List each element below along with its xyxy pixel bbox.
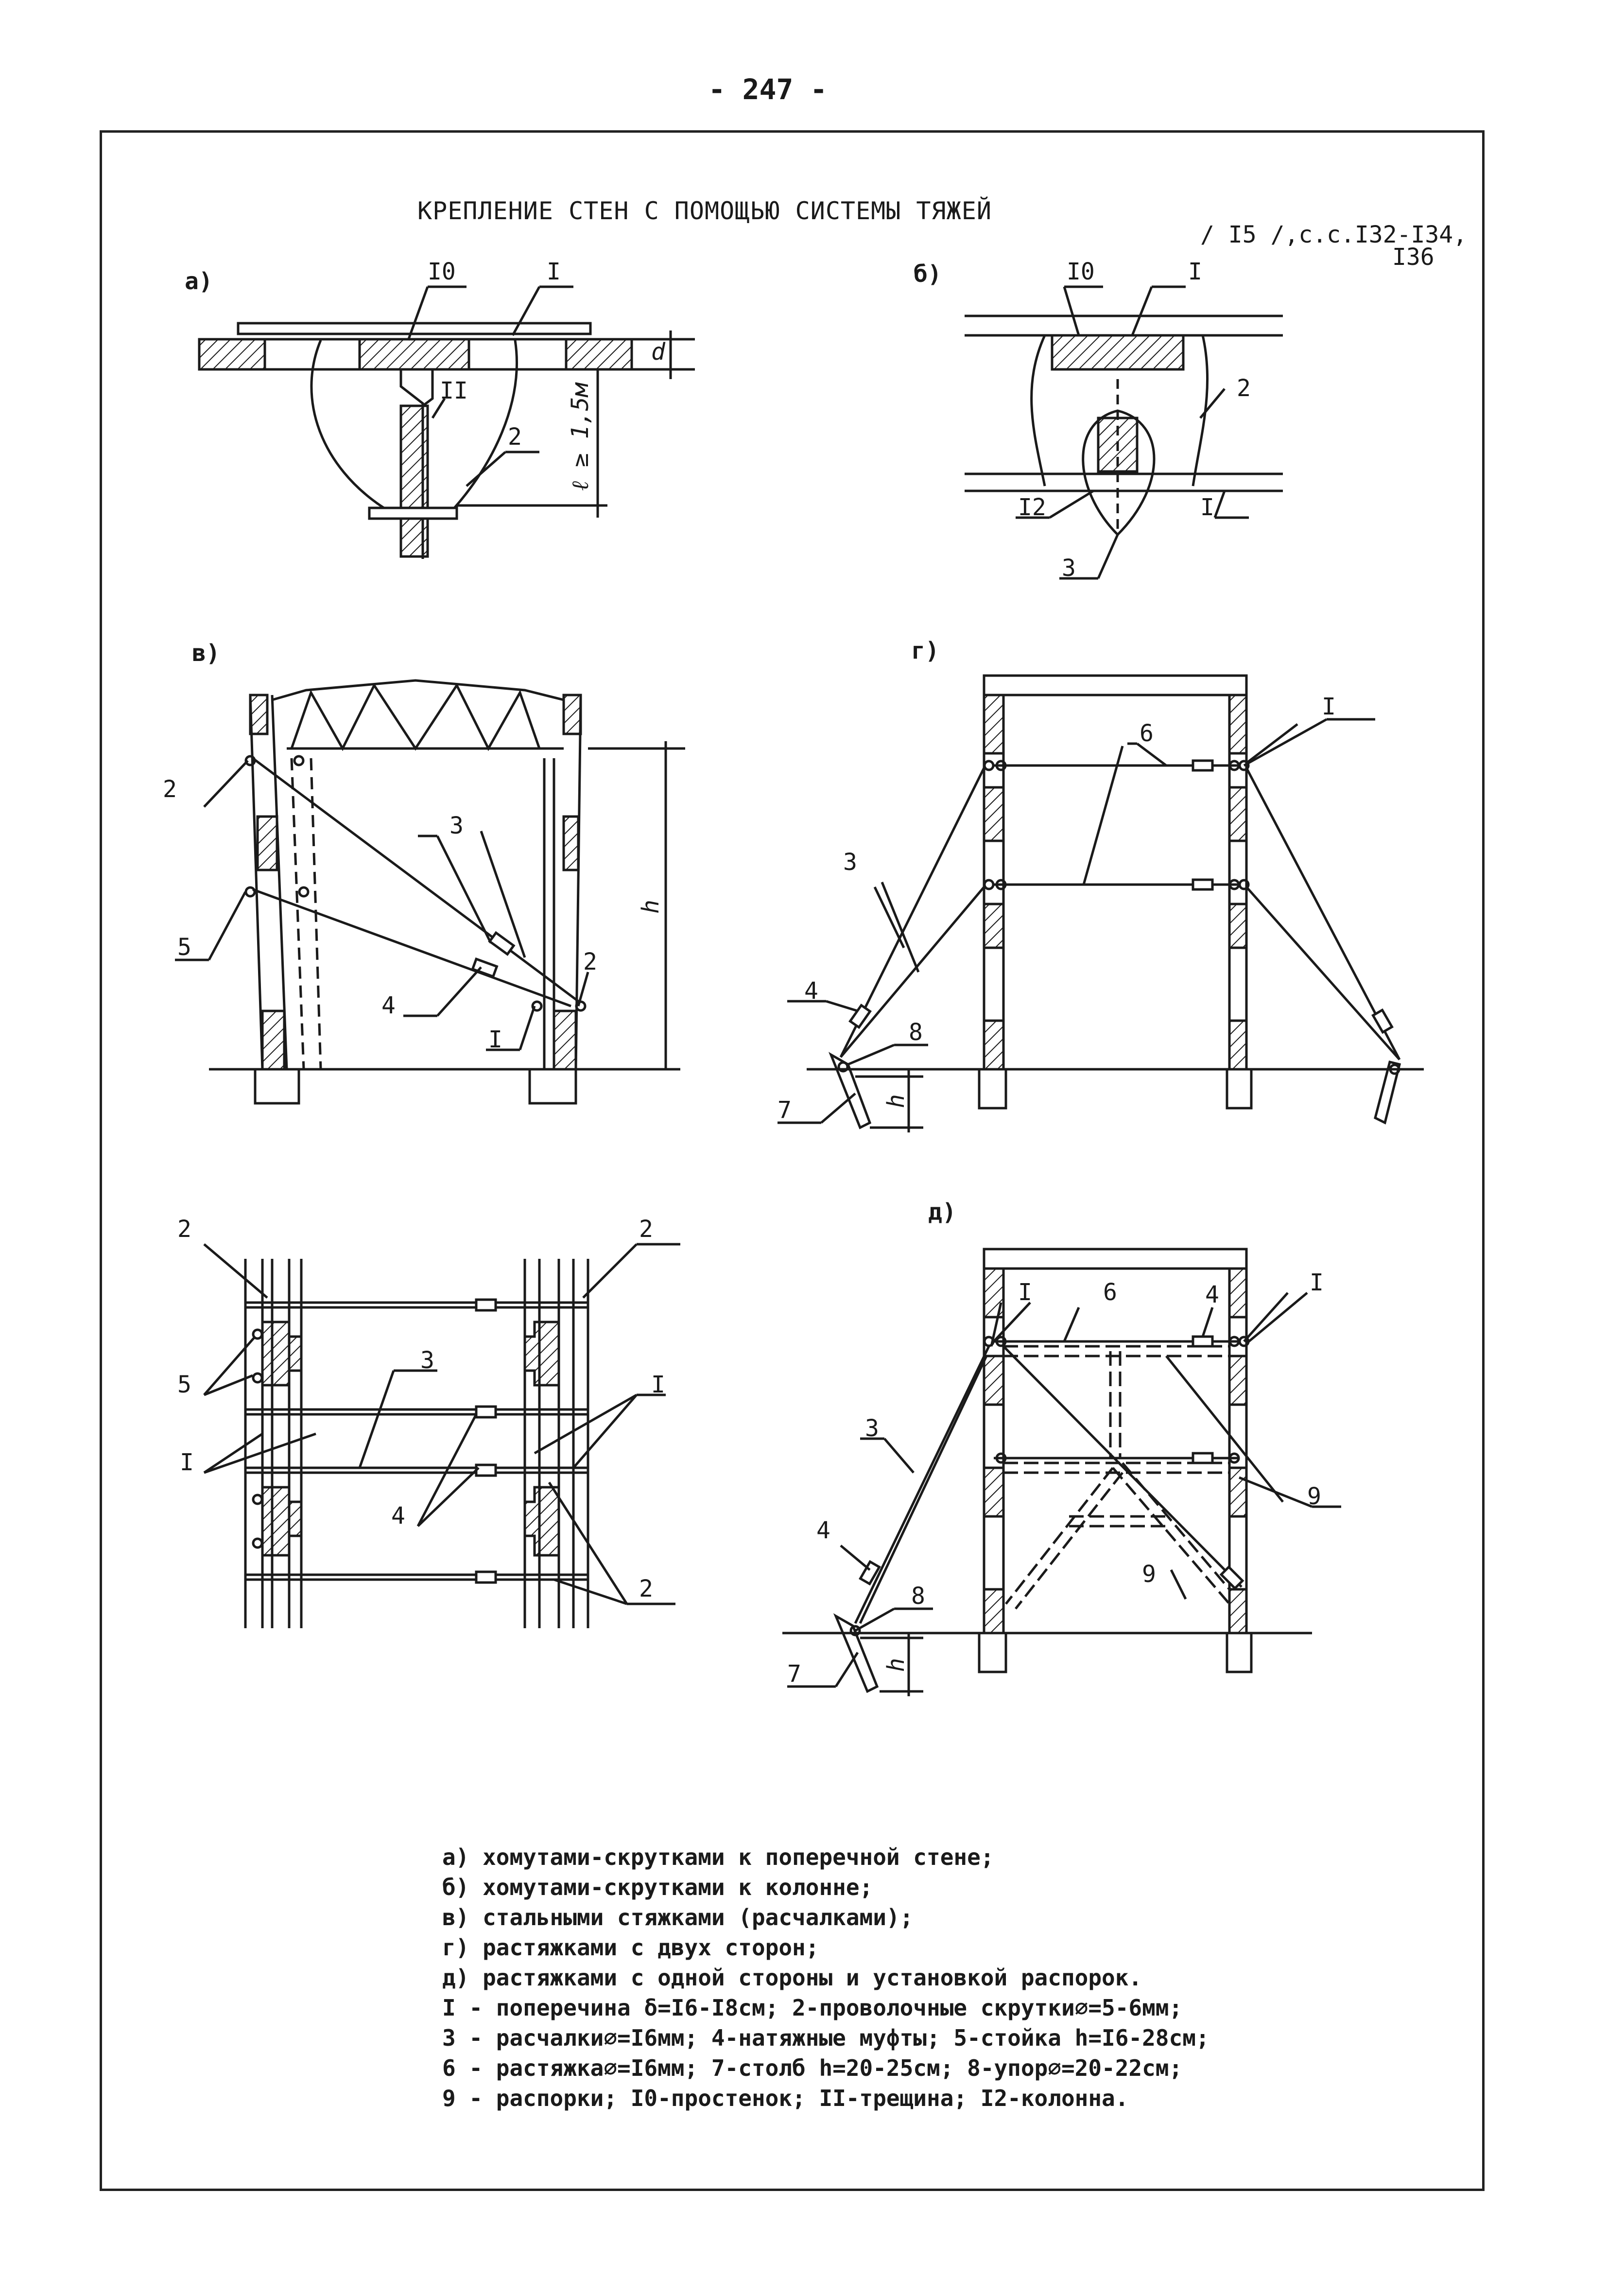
reference-line-1: / I5 /,с.с.I32-I34,: [1200, 221, 1468, 248]
legend-line: 9 - распорки; I0-простенок; II-трещина; …: [442, 2085, 1129, 2111]
callout-d-7: 7: [787, 1660, 801, 1687]
callout-p-2-br: 2: [639, 1575, 653, 1602]
panel-v-label: в): [192, 640, 220, 667]
dim-l: ℓ ≥ 1,5м: [567, 382, 594, 491]
callout-v-1: I: [488, 1026, 502, 1053]
dim-d-h: h: [882, 1658, 910, 1672]
panel-b-label: б): [914, 261, 942, 288]
callout-a-1: I: [547, 258, 561, 285]
page-frame: [100, 130, 1485, 2191]
callout-d-9-right: 9: [1307, 1483, 1321, 1510]
callout-b-12: I2: [1018, 494, 1046, 521]
callout-d-4-top: 4: [1205, 1281, 1219, 1308]
panel-v-drawing: [175, 679, 685, 1105]
callout-g-1: I: [1322, 693, 1336, 720]
panel-a-drawing: [198, 285, 695, 559]
dim-v-h: h: [637, 900, 664, 914]
callout-p-4: 4: [391, 1502, 405, 1530]
callout-g-4: 4: [804, 977, 818, 1005]
callout-g-3: 3: [843, 849, 857, 876]
callout-a-2: 2: [508, 423, 522, 451]
callout-p-5: 5: [177, 1371, 191, 1398]
callout-d-8: 8: [911, 1583, 925, 1610]
callout-p-3: 3: [420, 1347, 434, 1374]
callout-b-1-bottom: I: [1200, 494, 1214, 521]
callout-b-10: I0: [1067, 258, 1095, 285]
callout-v-3: 3: [449, 812, 464, 839]
callout-p-1-right: I: [651, 1371, 665, 1398]
legend-line: в) стальными стяжками (расчалками);: [442, 1904, 914, 1931]
reference: / I5 /,с.с.I32-I34, I36: [1200, 221, 1540, 271]
legend-line: а) хомутами-скрутками к поперечной стене…: [442, 1844, 994, 1870]
callout-p-2-tr: 2: [639, 1216, 653, 1243]
callout-b-3: 3: [1062, 555, 1076, 582]
callout-g-6: 6: [1140, 720, 1154, 747]
reference-line-2: I36: [1392, 244, 1434, 271]
callout-a-11: II: [440, 377, 468, 404]
callout-p-2-tl: 2: [177, 1216, 191, 1243]
page-number: - 247 -: [708, 73, 828, 106]
callout-d-1-right: I: [1310, 1269, 1324, 1296]
callout-b-2: 2: [1237, 375, 1251, 402]
callout-d-1-left: I: [1018, 1279, 1032, 1306]
legend-line: г) растяжками с двух сторон;: [442, 1934, 819, 1961]
panel-g-drawing: [778, 674, 1424, 1132]
legend-line: б) хомутами-скрутками к колонне;: [442, 1874, 873, 1900]
panel-v-plan-drawing: [203, 1243, 680, 1628]
callout-b-1-top: I: [1188, 258, 1202, 285]
legend-line: 3 - расчалки∅=I6мм; 4-натяжные муфты; 5-…: [442, 2025, 1210, 2051]
panel-d-drawing: [782, 1248, 1341, 1696]
callout-g-7: 7: [778, 1096, 792, 1124]
panel-d-label: д): [928, 1199, 956, 1226]
callout-d-9-bottom: 9: [1142, 1561, 1156, 1588]
callout-a-10: I0: [428, 258, 456, 285]
panel-a-label: а): [185, 268, 213, 295]
callout-v-2-left: 2: [163, 776, 177, 803]
callout-d-4-left: 4: [816, 1517, 830, 1544]
callout-d-6: 6: [1103, 1279, 1117, 1306]
dim-d: d: [651, 338, 666, 365]
legend-line: 6 - растяжка∅=I6мм; 7-столб h=20-25см; 8…: [442, 2055, 1183, 2081]
legend: а) хомутами-скрутками к поперечной стене…: [442, 1842, 1463, 2113]
callout-v-4: 4: [381, 992, 396, 1019]
dim-g-h: h: [882, 1094, 910, 1108]
callout-d-3: 3: [865, 1415, 879, 1442]
callout-v-5: 5: [177, 934, 191, 961]
figure-title: КРЕПЛЕНИЕ СТЕН С ПОМОЩЬЮ СИСТЕМЫ ТЯЖЕЙ: [417, 197, 992, 225]
callout-p-1-left: I: [180, 1449, 194, 1476]
callout-g-8: 8: [909, 1019, 923, 1046]
callout-v-2-right: 2: [583, 948, 597, 975]
panel-g-label: г): [911, 637, 939, 664]
panel-b-drawing: [965, 285, 1283, 580]
legend-line: д) растяжками с одной стороны и установк…: [442, 1965, 1142, 1991]
legend-line: I - поперечина δ=I6-I8см; 2-проволочные …: [442, 1995, 1183, 2021]
